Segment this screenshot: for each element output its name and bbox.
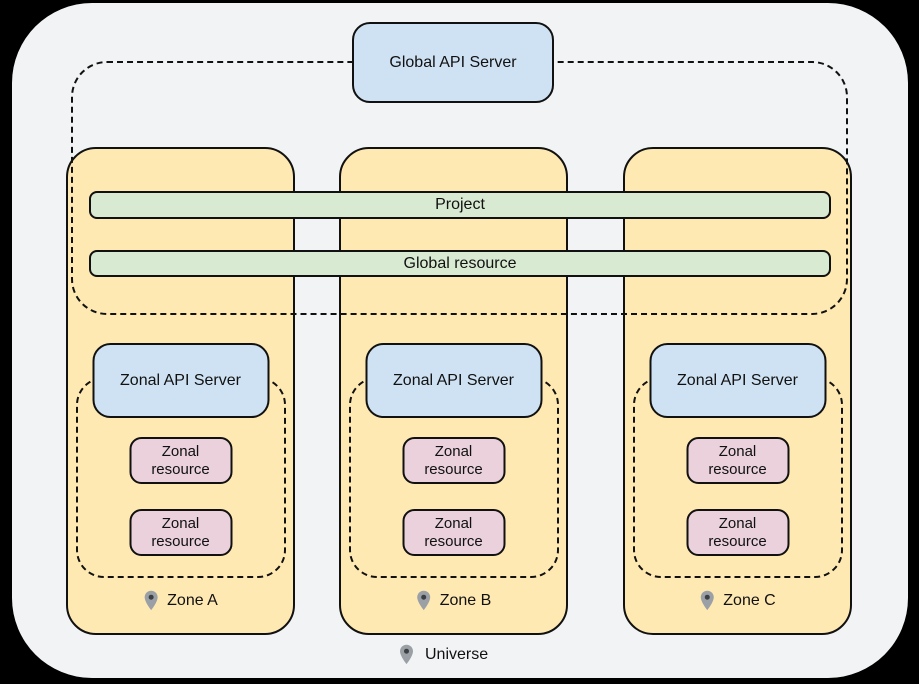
zonal-api-server-label: Zonal API Server	[677, 371, 798, 389]
zonal-resource-label: Zonal resource	[424, 442, 483, 478]
zone-c-zonal-resource-box-1: Zonal resource	[686, 437, 789, 484]
universe-label: Universe	[399, 644, 488, 665]
zone-b-zonal-resource-box-1: Zonal resource	[402, 437, 505, 484]
zone-a-container: Zonal API Server Zonal resource Zonal re…	[66, 147, 295, 635]
zone-a-label: Zone A	[143, 590, 218, 611]
location-pin-icon	[700, 590, 714, 611]
zonal-api-server-label: Zonal API Server	[120, 371, 241, 389]
zone-a-zonal-resource-box-1: Zonal resource	[129, 437, 232, 484]
zone-label-text: Zone C	[723, 591, 776, 609]
zone-c-zonal-resource-box-2: Zonal resource	[686, 509, 789, 556]
zonal-api-server-label: Zonal API Server	[393, 371, 514, 389]
zone-c-container: Zonal API Server Zonal resource Zonal re…	[623, 147, 852, 635]
zonal-resource-label: Zonal resource	[151, 514, 210, 550]
project-bar-label: Project	[435, 196, 485, 213]
location-pin-icon	[144, 590, 158, 611]
zone-label-text: Zone B	[439, 591, 492, 609]
zone-b-zonal-resource-box-2: Zonal resource	[402, 509, 505, 556]
location-pin-icon	[400, 644, 413, 665]
zonal-resource-label: Zonal resource	[424, 514, 483, 550]
zone-label-text: Zone A	[167, 591, 218, 609]
zone-b-container: Zonal API Server Zonal resource Zonal re…	[339, 147, 568, 635]
global-api-server-label: Global API Server	[389, 53, 517, 71]
zone-b-zonal-api-server-box: Zonal API Server	[365, 343, 542, 418]
zonal-resource-label: Zonal resource	[708, 442, 767, 478]
zonal-resource-label: Zonal resource	[151, 442, 210, 478]
zone-c-label: Zone C	[699, 590, 776, 611]
zone-a-zonal-resource-box-2: Zonal resource	[129, 509, 232, 556]
zone-a-zonal-api-server-box: Zonal API Server	[92, 343, 269, 418]
project-bar: Project	[89, 191, 831, 219]
zone-b-label: Zone B	[416, 590, 492, 611]
zonal-resource-label: Zonal resource	[708, 514, 767, 550]
global-api-server-box: Global API Server	[352, 22, 554, 103]
zone-c-zonal-api-server-box: Zonal API Server	[649, 343, 826, 418]
global-resource-bar: Global resource	[89, 250, 831, 277]
global-resource-bar-label: Global resource	[403, 254, 517, 272]
universe-label-text: Universe	[425, 645, 489, 663]
location-pin-icon	[416, 590, 430, 611]
